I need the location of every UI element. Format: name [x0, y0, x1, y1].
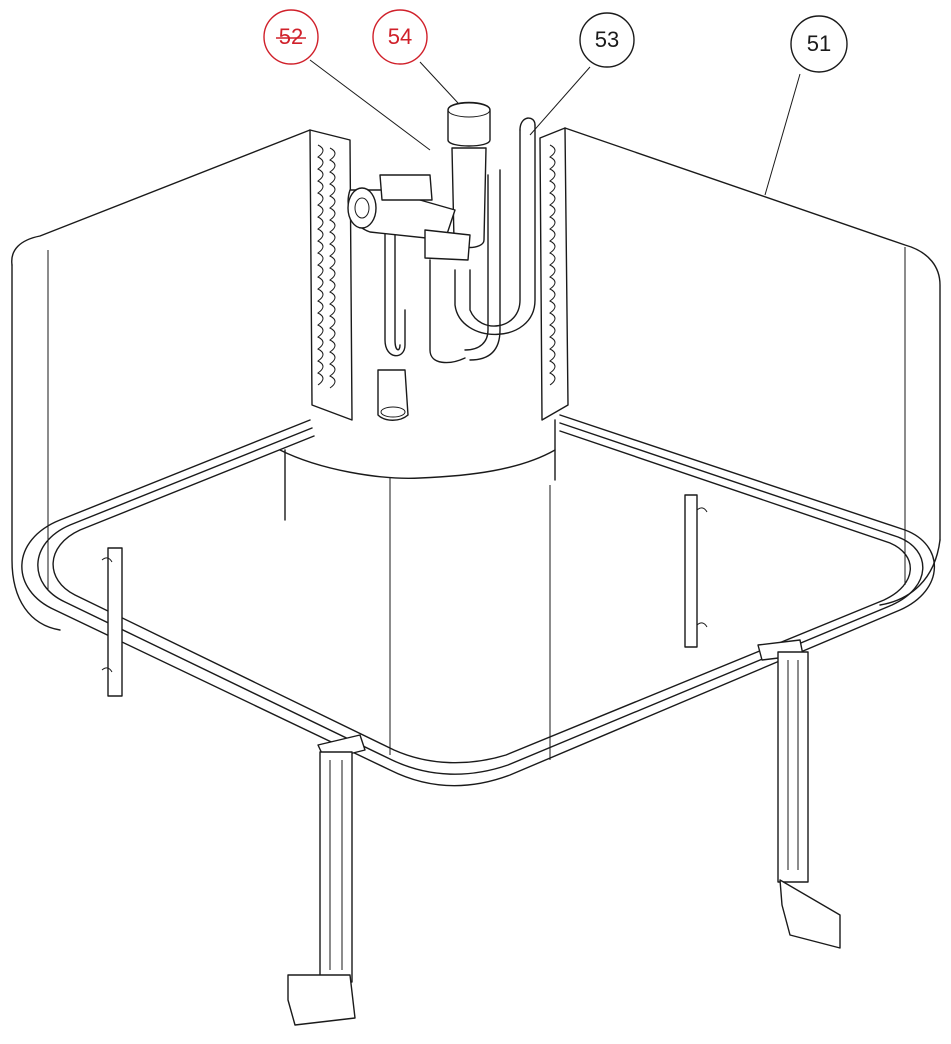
hanging-bracket-front [287, 734, 366, 1026]
piping-assembly [377, 117, 536, 421]
callout-53: 53 [579, 12, 635, 68]
callout-52-label: 52 [279, 24, 303, 49]
callout-53-label: 53 [595, 27, 619, 52]
callout-51-label: 51 [807, 31, 831, 56]
callout-leaders [309, 59, 801, 196]
valve-body [347, 101, 491, 261]
hanging-bracket-right [757, 639, 841, 949]
left-coil-hairpins [317, 144, 336, 389]
drain-pan-ring [21, 414, 936, 787]
cabinet-housing [11, 127, 941, 760]
callout-52: 52 [263, 9, 319, 65]
callout-54: 54 [372, 9, 428, 65]
callout-51: 51 [790, 15, 848, 73]
callout-54-label: 54 [388, 24, 412, 49]
mounting-bracket-left-rail [101, 547, 123, 697]
right-coil-hairpins [549, 144, 556, 386]
mounting-bracket-right-rail [684, 494, 708, 648]
